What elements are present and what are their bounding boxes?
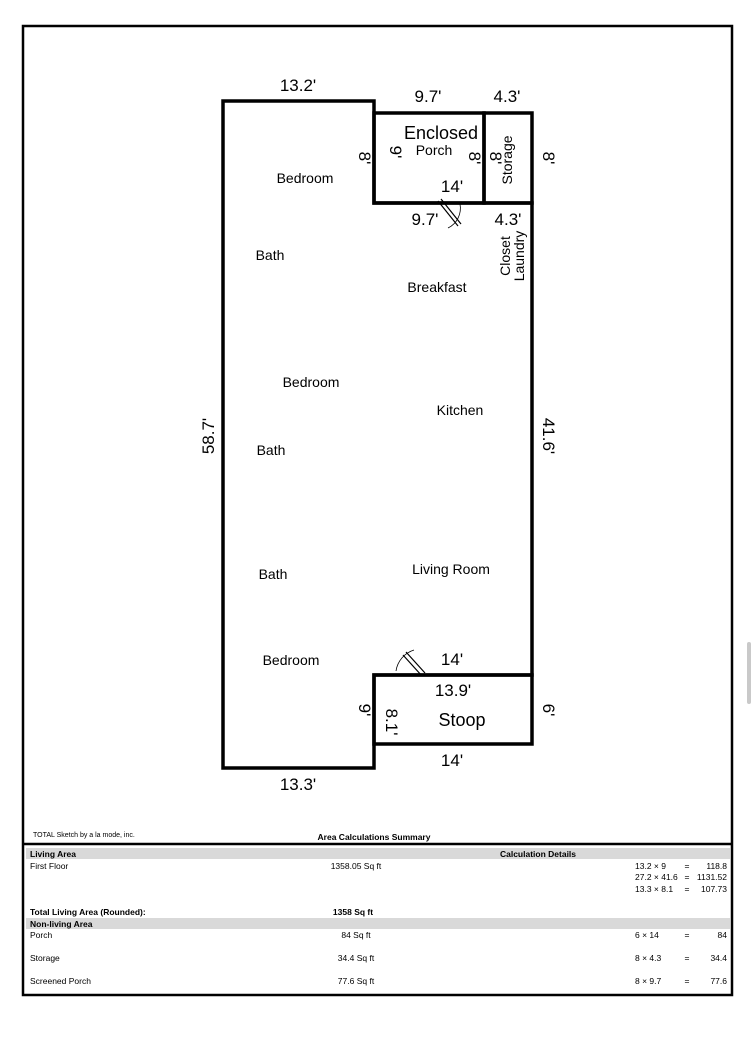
stoop-outline bbox=[372, 673, 534, 746]
door-porch bbox=[437, 198, 462, 229]
door-stoop bbox=[395, 649, 426, 677]
dim-right-main: 41.6' bbox=[539, 418, 558, 454]
storage-expr: 8 × 4.3 bbox=[635, 953, 662, 963]
dim-top-storage: 4.3' bbox=[494, 87, 521, 106]
storage-outline bbox=[482, 111, 534, 205]
total-living-value: 1358 Sq ft bbox=[333, 907, 373, 917]
storage-label: Storage bbox=[30, 953, 60, 963]
summary-title: Area Calculations Summary bbox=[318, 832, 431, 842]
room-porch: Porch bbox=[416, 142, 453, 158]
screened-porch-label: Screened Porch bbox=[30, 976, 91, 986]
storage-result: 34.4 bbox=[710, 953, 727, 963]
dim-storage-right: 8' bbox=[539, 152, 558, 165]
dim-porch-bottom: 14' bbox=[441, 177, 463, 196]
storage-value: 34.4 Sq ft bbox=[338, 953, 375, 963]
nonliving-header-band bbox=[26, 918, 730, 929]
room-stoop: Stoop bbox=[438, 710, 485, 730]
room-laundry: Laundry bbox=[511, 231, 527, 282]
screened-porch-eq: = bbox=[685, 976, 690, 986]
living-area-header: Living Area bbox=[30, 849, 76, 859]
dim-porch-inner-right: 8' bbox=[465, 152, 484, 165]
dim-stoop-bottom: 14' bbox=[441, 751, 463, 770]
room-bedroom-1: Bedroom bbox=[277, 170, 334, 186]
calc-result-3: 107.73 bbox=[701, 884, 727, 894]
calc-details-header: Calculation Details bbox=[500, 849, 576, 859]
floor-plan bbox=[221, 99, 534, 770]
screened-porch-result: 77.6 bbox=[710, 976, 727, 986]
screened-porch-value: 77.6 Sq ft bbox=[338, 976, 375, 986]
room-storage: Storage bbox=[499, 135, 515, 184]
first-floor-value: 1358.05 Sq ft bbox=[331, 861, 382, 871]
porch-value: 84 Sq ft bbox=[341, 930, 371, 940]
area-table: Living Area Calculation Details First Fl… bbox=[26, 848, 730, 986]
dim-bottom-main: 13.3' bbox=[280, 775, 316, 794]
calc-expr-3: 13.3 × 8.1 bbox=[635, 884, 673, 894]
dim-stoop-inner-left: 8.1' bbox=[382, 709, 401, 736]
screened-porch-expr: 8 × 9.7 bbox=[635, 976, 662, 986]
dim-storage-inner: 8' bbox=[486, 152, 505, 165]
dim-porch-below: 9.7' bbox=[412, 210, 439, 229]
dim-storage-below: 4.3' bbox=[495, 210, 522, 229]
total-living-label: Total Living Area (Rounded): bbox=[30, 907, 146, 917]
dim-top-main: 13.2' bbox=[280, 76, 316, 95]
first-floor-label: First Floor bbox=[30, 861, 68, 871]
porch-label: Porch bbox=[30, 930, 52, 940]
dim-porch-inner-left: 9' bbox=[386, 146, 405, 159]
dim-stoop-inner-top: 13.9' bbox=[435, 681, 471, 700]
room-kitchen: Kitchen bbox=[437, 402, 484, 418]
calc-eq-3: = bbox=[685, 884, 690, 894]
calc-expr-1: 13.2 × 9 bbox=[635, 861, 666, 871]
living-header-band bbox=[26, 848, 730, 859]
porch-eq: = bbox=[685, 930, 690, 940]
porch-result: 84 bbox=[718, 930, 728, 940]
porch-expr: 6 × 14 bbox=[635, 930, 659, 940]
room-bedroom-2: Bedroom bbox=[283, 374, 340, 390]
dim-stoop-top: 14' bbox=[441, 650, 463, 669]
room-closet: Closet bbox=[497, 236, 513, 276]
calc-result-2: 1131.52 bbox=[697, 872, 727, 882]
dim-left-main: 58.7' bbox=[199, 418, 218, 454]
room-bath-2: Bath bbox=[257, 442, 286, 458]
calc-eq-1: = bbox=[685, 861, 690, 871]
dim-stoop-left: 9' bbox=[355, 704, 374, 717]
calc-result-1: 118.8 bbox=[706, 861, 727, 871]
credit-text: TOTAL Sketch by a la mode, inc. bbox=[33, 832, 135, 839]
room-living: Living Room bbox=[412, 561, 490, 577]
room-bedroom-3: Bedroom bbox=[263, 652, 320, 668]
calc-expr-2: 27.2 × 41.6 bbox=[635, 872, 678, 882]
nonliving-header: Non-living Area bbox=[30, 919, 93, 929]
room-breakfast: Breakfast bbox=[407, 279, 466, 295]
page-frame bbox=[21, 24, 734, 997]
storage-eq: = bbox=[685, 953, 690, 963]
dim-porch-left: 8' bbox=[355, 152, 374, 165]
room-bath-1: Bath bbox=[256, 247, 285, 263]
calc-eq-2: = bbox=[685, 872, 690, 882]
room-enclosed: Enclosed bbox=[404, 123, 478, 143]
scrollbar-thumb[interactable] bbox=[747, 642, 751, 704]
room-bath-3: Bath bbox=[259, 566, 288, 582]
dim-top-porch: 9.7' bbox=[415, 87, 442, 106]
dim-stoop-right: 6' bbox=[539, 704, 558, 717]
